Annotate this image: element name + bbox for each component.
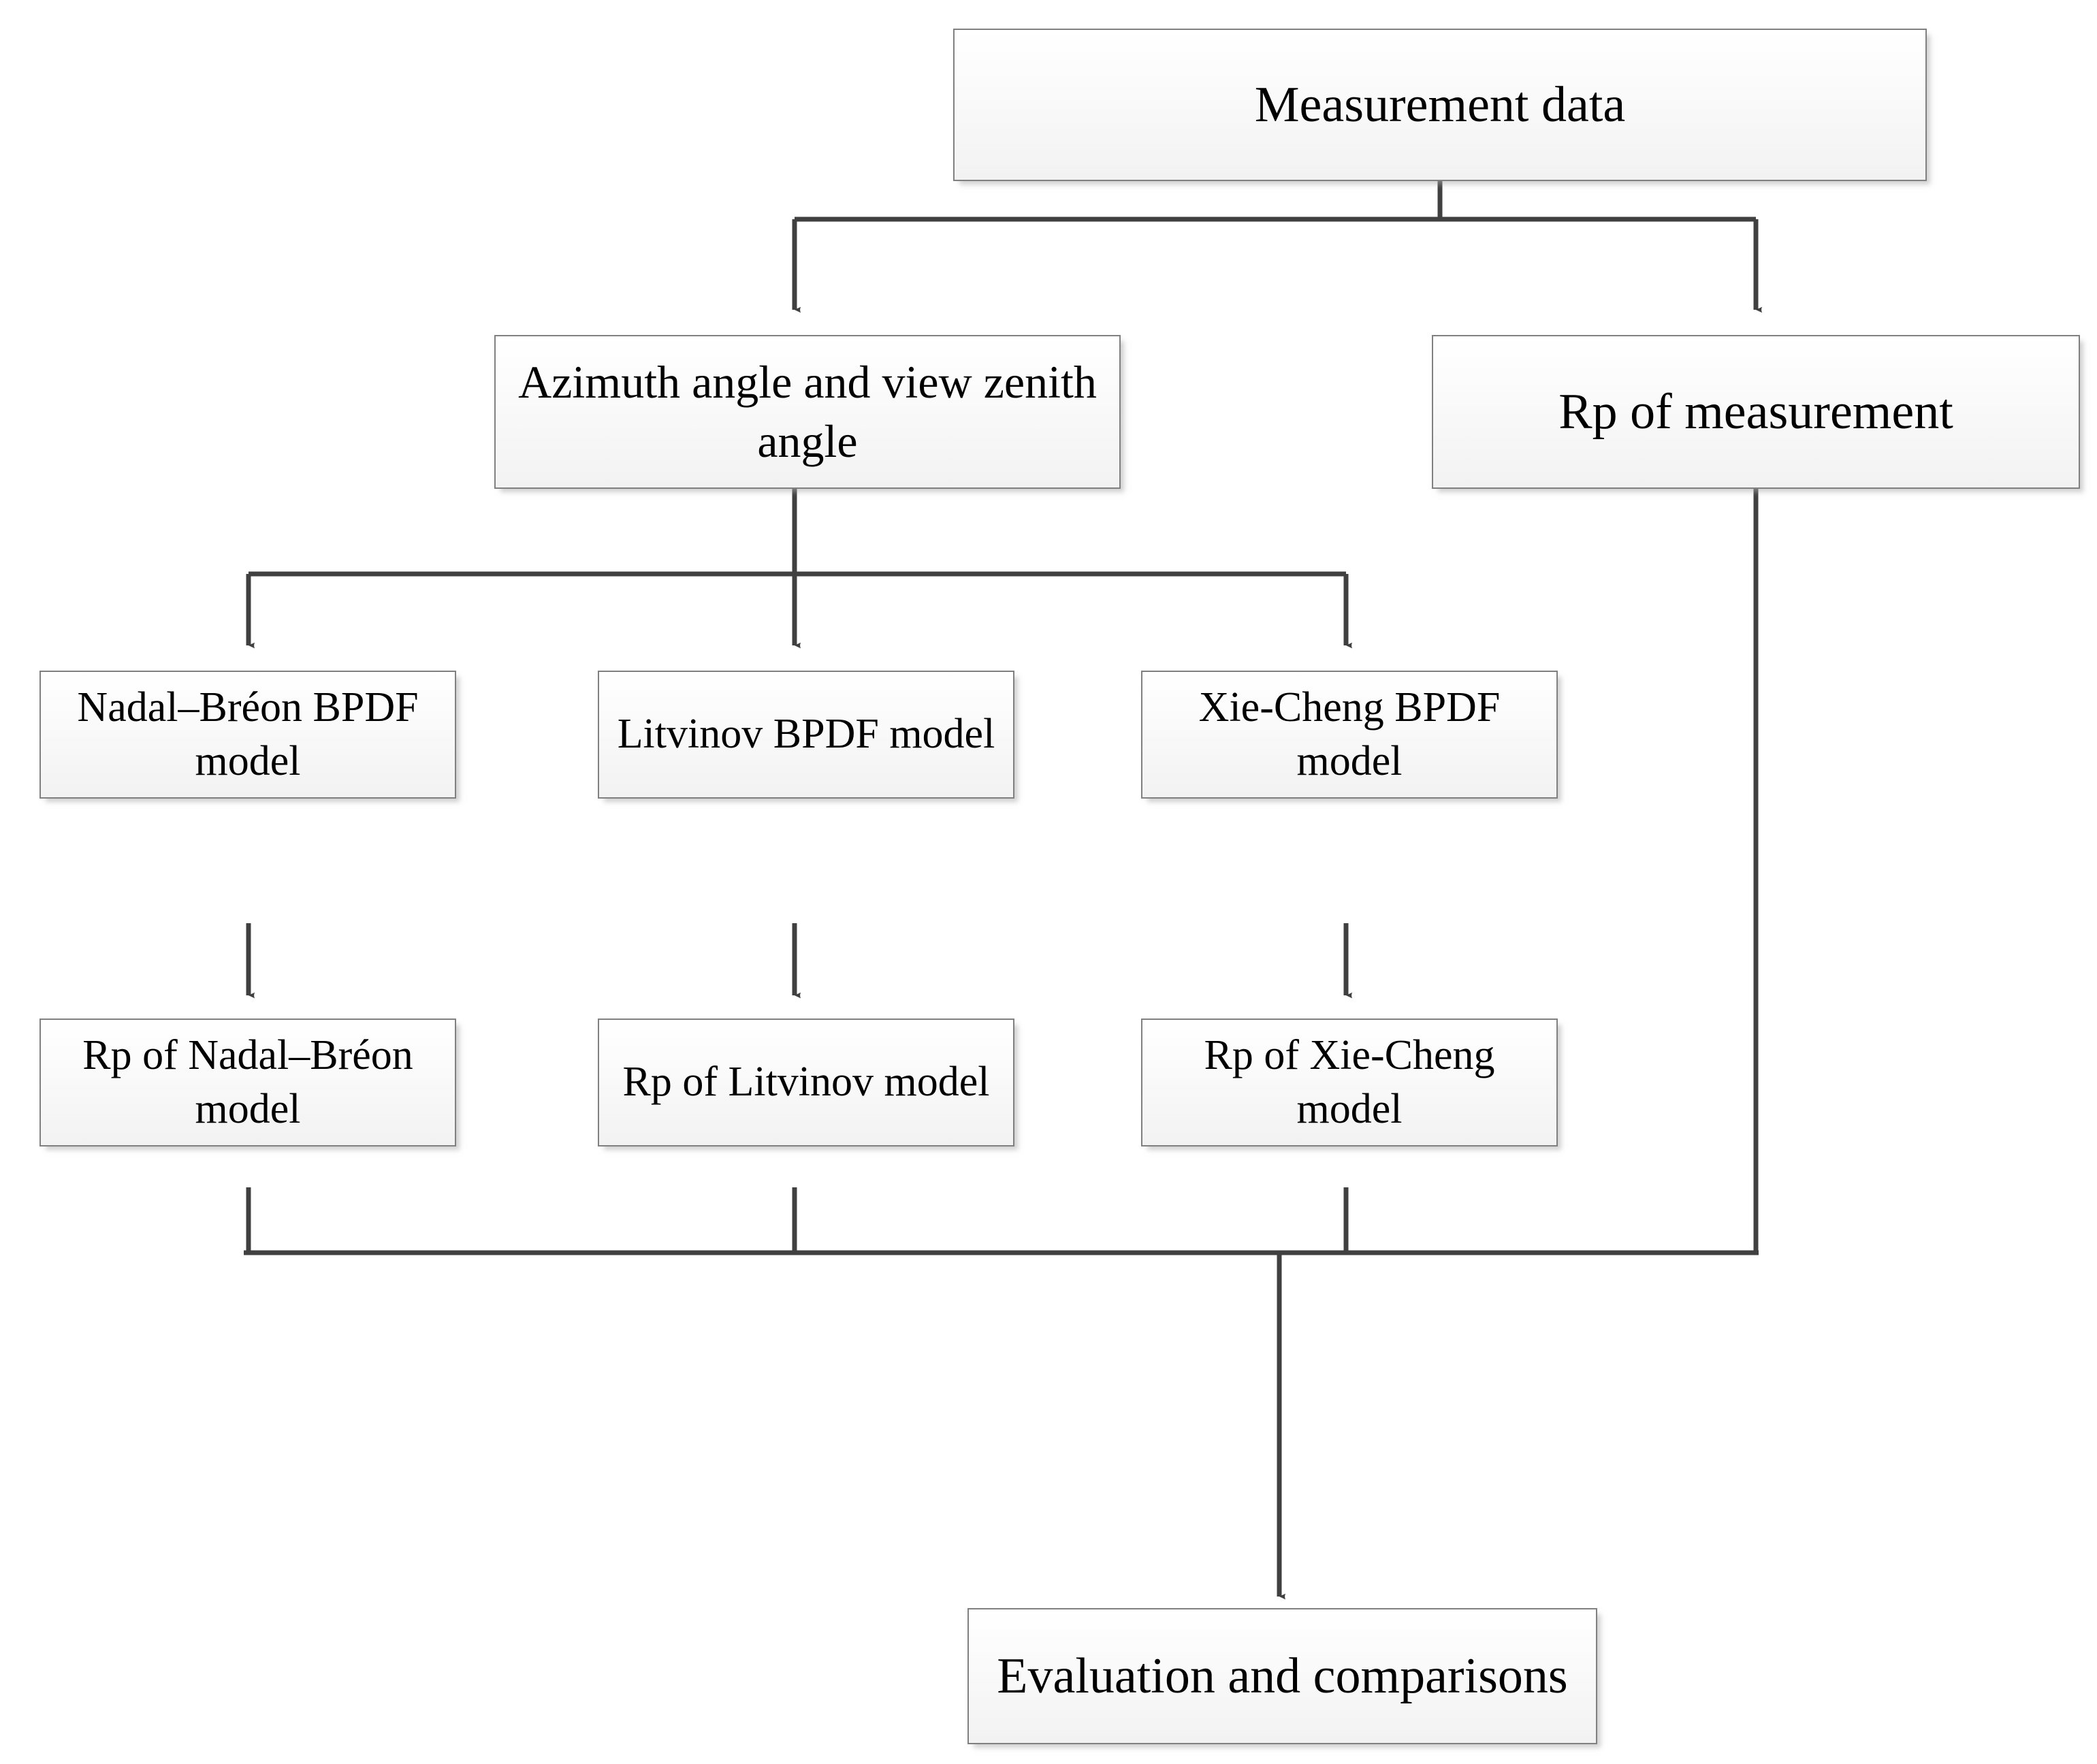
node-rp-nadal-breon[interactable]: Rp of Nadal–Bréon model (39, 1019, 456, 1146)
node-label: Rp of Nadal–Bréon model (82, 1031, 413, 1132)
node-label: Nadal–Bréon BPDF model (77, 684, 419, 784)
node-label: Xie-Cheng BPDF model (1198, 684, 1501, 784)
node-xie-cheng-model[interactable]: Xie-Cheng BPDF model (1141, 671, 1558, 799)
node-label: Litvinov BPDF model (617, 711, 995, 758)
node-label: Measurement data (1254, 76, 1626, 133)
node-label: Evaluation and comparisons (997, 1648, 1568, 1704)
edge-azimuth-to-split (249, 489, 1346, 577)
node-nadal-breon-model[interactable]: Nadal–Bréon BPDF model (39, 671, 456, 799)
node-label: Rp of Litvinov model (622, 1059, 990, 1106)
node-litvinov-model[interactable]: Litvinov BPDF model (598, 671, 1014, 799)
node-azimuth-zenith[interactable]: Azimuth angle and view zenith angle (494, 335, 1121, 489)
node-label: Rp of measurement (1558, 383, 1953, 440)
node-rp-litvinov[interactable]: Rp of Litvinov model (598, 1019, 1014, 1146)
edge-measurement-to-split (795, 181, 1756, 222)
node-rp-xie-cheng[interactable]: Rp of Xie-Cheng model (1141, 1019, 1558, 1146)
node-evaluation[interactable]: Evaluation and comparisons (967, 1608, 1597, 1744)
node-label: Azimuth angle and view zenith angle (518, 355, 1097, 467)
node-label: Rp of Xie-Cheng model (1204, 1031, 1495, 1132)
node-measurement-data[interactable]: Measurement data (953, 29, 1927, 181)
node-rp-measurement[interactable]: Rp of measurement (1432, 335, 2080, 489)
